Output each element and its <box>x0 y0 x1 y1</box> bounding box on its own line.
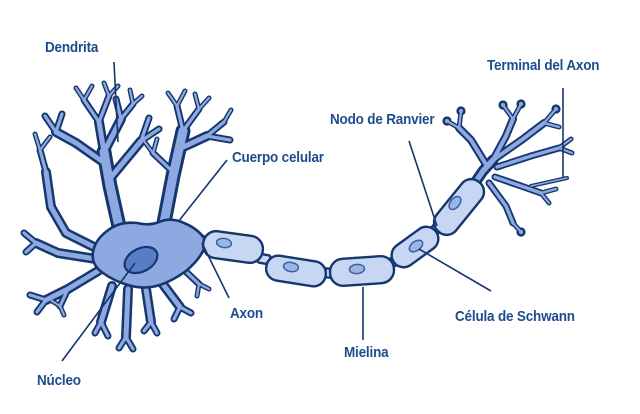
labels: Dendrita Cuerpo celular Nodo de Ranvier … <box>37 39 599 389</box>
schwann-cell-nucleus <box>215 237 233 249</box>
label-dendrite: Dendrita <box>45 39 99 56</box>
label-nucleus: Núcleo <box>37 372 81 389</box>
dendrite-branches-fill <box>22 81 233 351</box>
axon-terminal-fill <box>444 101 574 235</box>
label-cell-body: Cuerpo celular <box>232 149 324 166</box>
label-myelin: Mielina <box>344 344 390 361</box>
schwann-cell-pointer-line <box>418 248 492 292</box>
label-schwann-cell: Célula de Schwann <box>455 308 575 325</box>
myelin-chain <box>201 177 486 288</box>
schwann-cell-nucleus <box>282 261 300 273</box>
node-of-ranvier-pointer-line <box>408 140 438 227</box>
pointer-lines <box>61 61 564 362</box>
dendrite-pointer-line <box>113 61 119 143</box>
axon-pointer-line <box>201 242 230 299</box>
myelin-segment <box>201 229 265 265</box>
axon-terminal <box>442 99 575 237</box>
myelin-segment <box>432 177 486 237</box>
schwann-cell-nucleus <box>348 263 366 275</box>
nucleus-pointer-line <box>61 262 136 362</box>
label-axon: Axon <box>230 305 263 322</box>
schwann-cell-nucleus <box>448 195 462 211</box>
cell-body-pointer-line <box>177 159 228 223</box>
label-axon-terminal: Terminal del Axon <box>487 57 599 74</box>
label-node-of-ranvier: Nodo de Ranvier <box>330 111 435 128</box>
